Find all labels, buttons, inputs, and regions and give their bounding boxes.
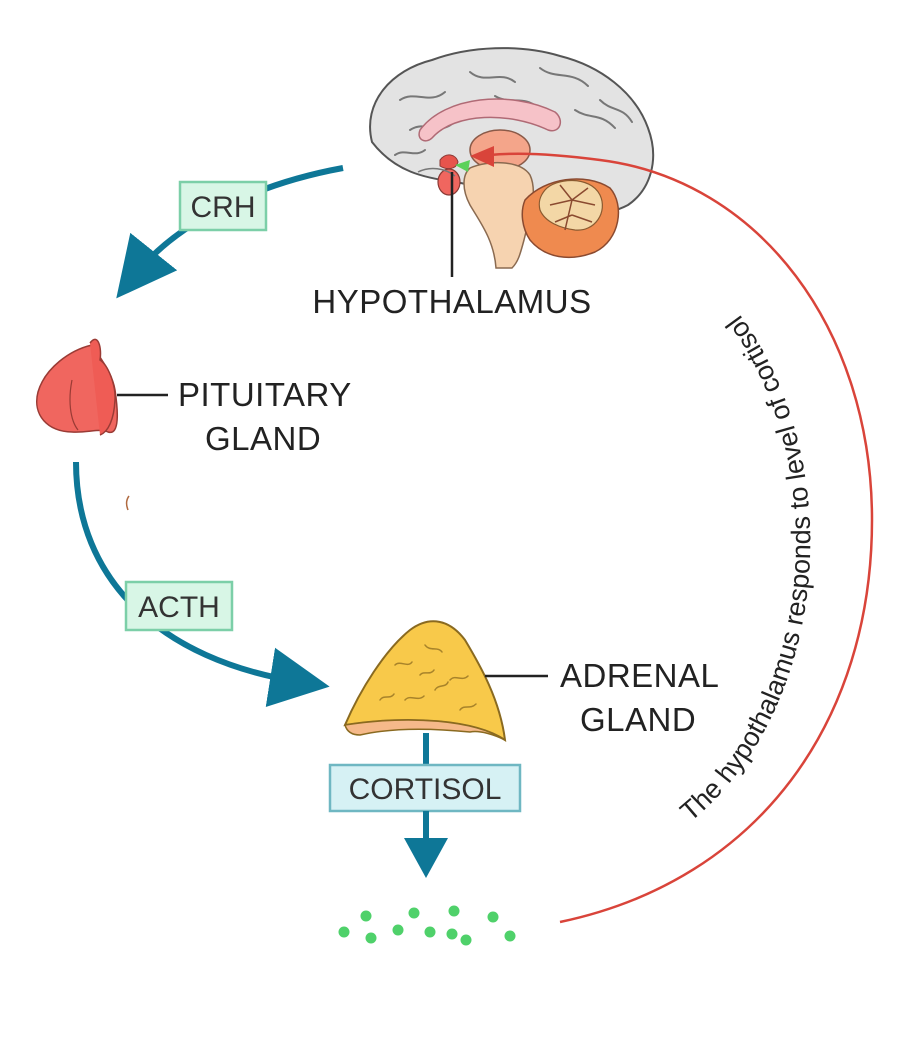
- cortisol-arrowhead: [404, 838, 448, 878]
- feedback-curve: [489, 152, 874, 924]
- feedback-text-path: The hypothalamus responds to level of co…: [675, 311, 817, 827]
- cortisol-badge: CORTISOL: [328, 763, 522, 813]
- cortisol-label: CORTISOL: [349, 773, 502, 806]
- adrenal-gland-icon: [343, 620, 507, 743]
- pituitary-label-line2: GLAND: [205, 420, 321, 457]
- acth-label: ACTH: [138, 591, 220, 624]
- crh-label: CRH: [191, 191, 256, 224]
- acth-arrow: [73, 461, 330, 707]
- feedback-text: The hypothalamus responds to level of co…: [675, 311, 817, 827]
- pituitary-gland-icon: [36, 338, 119, 436]
- stray-mark: [125, 495, 130, 511]
- hypothalamus-label: HYPOTHALAMUS: [312, 283, 591, 320]
- cortisol-molecules-icon: [338, 905, 516, 946]
- adrenal-label-line1: ADRENAL: [560, 657, 719, 694]
- feedback-arrowhead: [470, 146, 494, 167]
- crh-badge: CRH: [178, 180, 268, 232]
- acth-badge: ACTH: [124, 580, 234, 632]
- pituitary-label-line1: PITUITARY: [178, 376, 352, 413]
- adrenal-label-line2: GLAND: [580, 701, 696, 738]
- brain-icon: [369, 47, 655, 269]
